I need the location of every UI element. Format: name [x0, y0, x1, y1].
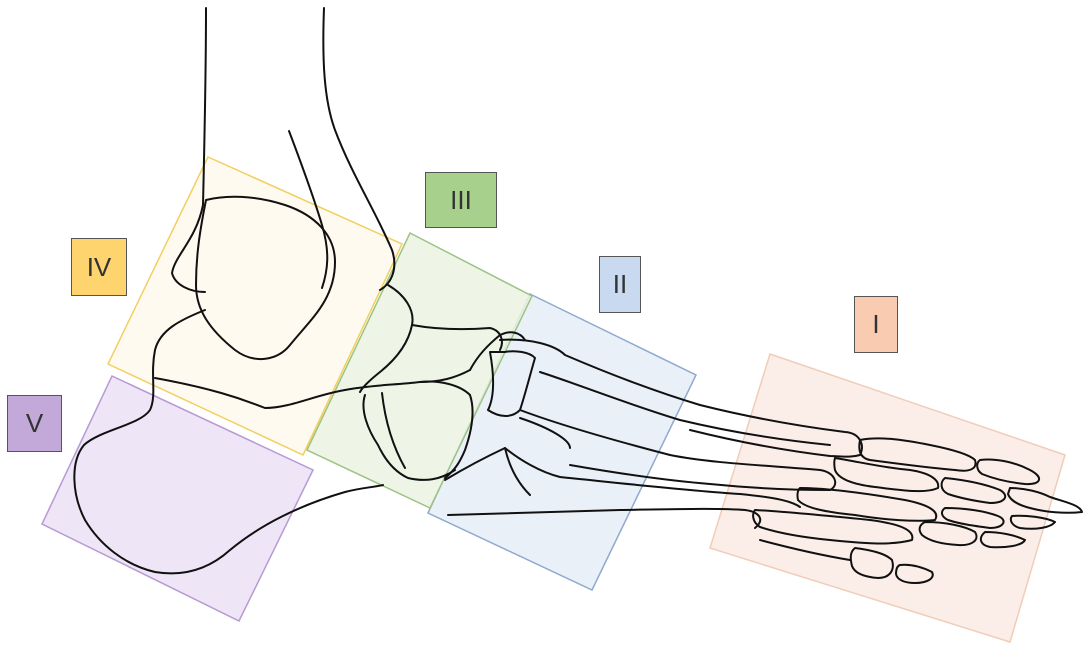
zone-iii-label-text: III	[450, 185, 472, 216]
zone-v-label: V	[7, 395, 62, 452]
zone-iv-label: IV	[71, 238, 127, 296]
zone-iii-label: III	[425, 172, 497, 228]
zone-iv-label-text: IV	[87, 252, 112, 283]
zone-ii-label: II	[599, 256, 641, 313]
zone-i-label: I	[854, 296, 898, 353]
zone-v-label-text: V	[26, 408, 43, 439]
zone-i-label-text: I	[872, 309, 879, 340]
zone-ii-label-text: II	[613, 269, 627, 300]
